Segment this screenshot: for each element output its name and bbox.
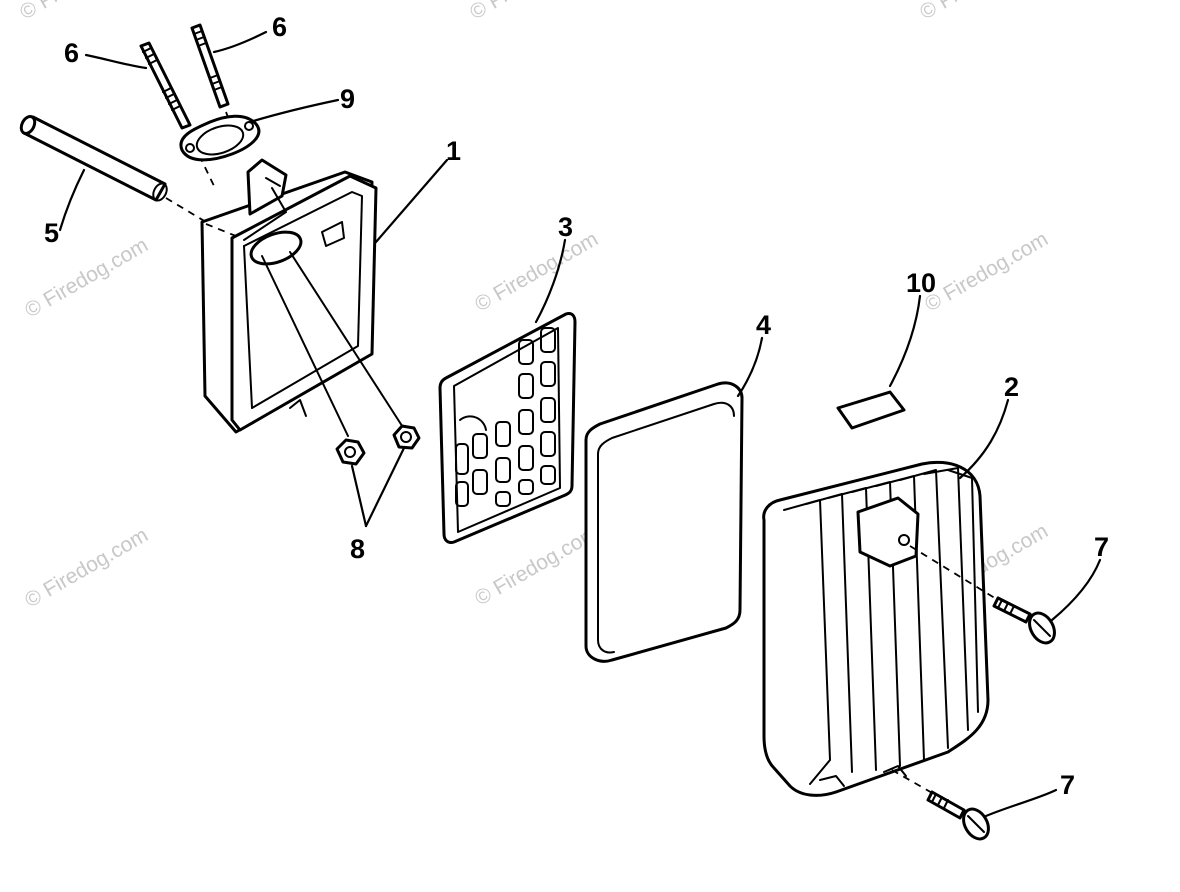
watermark: © Firedog.com — [21, 523, 152, 612]
callout-6-right: 6 — [272, 12, 287, 42]
decal — [836, 390, 906, 430]
breather-tube — [19, 115, 207, 223]
intake-gasket — [179, 114, 261, 162]
watermark: © Firedog.com — [16, 0, 147, 24]
callout-8: 8 — [350, 534, 365, 564]
callout-9: 9 — [340, 84, 355, 114]
callout-6-left: 6 — [64, 38, 79, 68]
air-cleaner-cover — [762, 460, 990, 797]
callout-1: 1 — [446, 136, 461, 166]
callout-2: 2 — [1004, 372, 1019, 402]
callout-5: 5 — [44, 218, 59, 248]
hex-nut-left — [335, 438, 366, 466]
foam-element — [584, 381, 744, 663]
leader-lines — [58, 30, 1102, 818]
hex-nut-right — [392, 424, 421, 450]
air-cleaner-base — [200, 158, 407, 437]
cover-screw-upper — [909, 545, 1056, 645]
callout-3: 3 — [558, 212, 573, 242]
cover-screw-lower — [891, 769, 990, 841]
callout-7-upper: 7 — [1094, 532, 1109, 562]
watermark: © Firedog.com — [921, 227, 1052, 316]
watermark: © Firedog.com — [471, 521, 602, 610]
callout-4: 4 — [756, 310, 771, 340]
callout-7-lower: 7 — [1060, 770, 1075, 800]
watermark: © Firedog.com — [466, 0, 597, 24]
callout-10: 10 — [906, 268, 936, 298]
watermark: © Firedog.com — [21, 233, 152, 322]
watermark: © Firedog.com — [916, 0, 1047, 24]
air-filter-screen — [438, 312, 577, 544]
watermark: © Firedog.com — [471, 227, 602, 316]
callout-labels: 1 2 3 4 5 6 6 7 7 8 9 10 — [44, 12, 1109, 800]
